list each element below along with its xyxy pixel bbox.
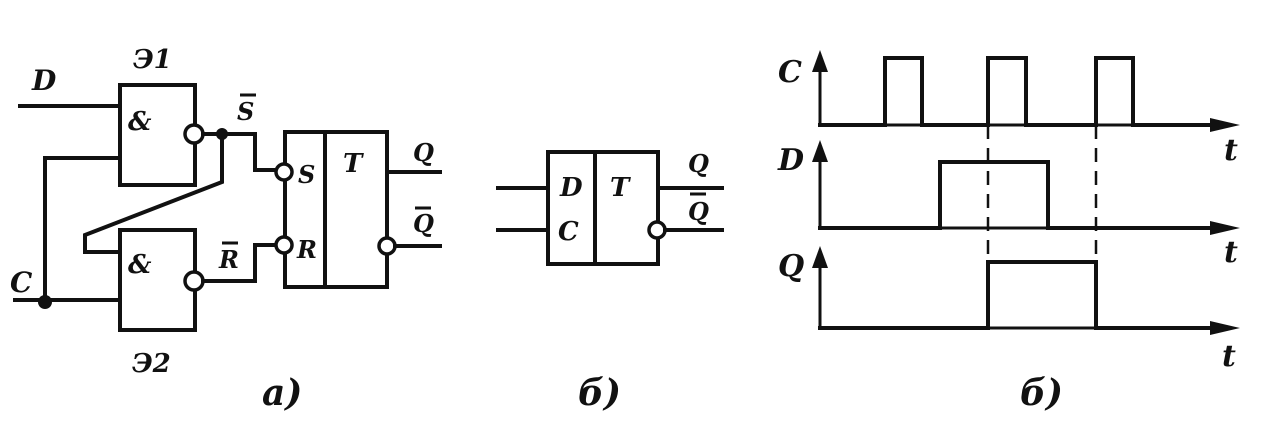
axis-d-t-label: t (1224, 235, 1238, 270)
gate-e2-label: Э2 (132, 349, 171, 379)
input-b-d-label: D (559, 173, 583, 203)
output-b-q-bar-inversion-bubble (647, 220, 667, 240)
arrow-d-right (1210, 221, 1240, 235)
trigger-input-r-label: R (296, 235, 317, 264)
wire-c-to-e1 (43, 156, 122, 302)
arrow-q-up (812, 246, 828, 268)
wire-s-bar (201, 132, 278, 172)
gate-e1-symbol: & (128, 107, 152, 137)
signal-r-bar-label: R (218, 245, 239, 274)
trigger-s-inversion-bubble (274, 162, 294, 182)
panel-c-timing: C t D t Q t б) (777, 50, 1240, 414)
gate-e1-label: Э1 (133, 45, 172, 75)
trigger-symbol-a: T (343, 149, 364, 179)
d-trigger (546, 150, 660, 266)
input-d-label: D (31, 64, 57, 97)
trigger-input-s-label: S (298, 160, 315, 189)
input-c-label: C (10, 266, 33, 299)
arrow-q-right (1210, 321, 1240, 335)
gate-e2-symbol: & (128, 250, 152, 280)
signal-c-label: C (778, 55, 802, 90)
axis-q-t-label: t (1222, 339, 1236, 374)
waveform-q (818, 260, 1212, 330)
caption-a: а) (262, 372, 302, 414)
panel-b-symbol: D C T Q Q б) (496, 149, 724, 414)
wire-r-bar (201, 243, 278, 283)
junction-c (38, 295, 52, 309)
output-q-bar-inversion-bubble (377, 236, 397, 256)
signal-d-label: D (777, 143, 804, 178)
caption-c: б) (1020, 372, 1063, 414)
panel-a-circuit: & Э1 & Э2 D C S R S R T (10, 45, 442, 414)
output-q-label: Q (413, 138, 434, 167)
input-b-c-label: C (558, 217, 579, 247)
waveform-c (818, 56, 1212, 127)
axis-c-t-label: t (1224, 133, 1238, 168)
rs-trigger (283, 130, 389, 289)
caption-b: б) (578, 372, 621, 414)
signal-s-bar-label: S (237, 97, 254, 126)
output-b-q-label: Q (688, 149, 709, 178)
trigger-r-inversion-bubble (274, 235, 294, 255)
arrow-d-up (812, 140, 828, 162)
waveform-d (818, 160, 1212, 230)
arrow-c-right (1210, 118, 1240, 132)
gate-e2-inversion-bubble (183, 270, 205, 292)
output-b-q-bar-label: Q (688, 197, 709, 226)
output-q-bar-label: Q (413, 209, 434, 238)
trigger-symbol-b: T (610, 173, 631, 203)
gate-e1-inversion-bubble (183, 123, 205, 145)
signal-q-label: Q (778, 249, 804, 284)
wire-cross-coupling (83, 132, 224, 254)
arrow-c-up (812, 50, 828, 72)
